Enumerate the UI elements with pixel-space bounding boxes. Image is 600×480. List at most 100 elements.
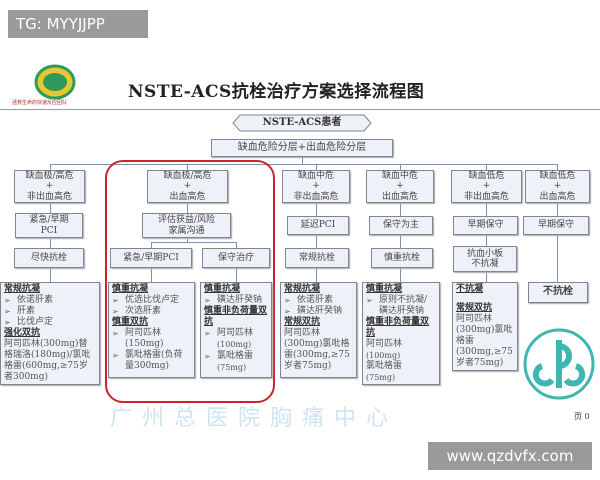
connector [486, 272, 487, 282]
connector [151, 242, 237, 243]
bullet: 优选比伐卢定 [112, 295, 191, 306]
divider [0, 109, 600, 110]
stratify-box: 缺血危险分层+出血危险分层 [211, 139, 393, 157]
heading: 慎重抗凝 [366, 284, 403, 294]
drug: 氯吡格雷 [217, 351, 254, 361]
risk-box-6: 缺血低危 + 出血高危 [525, 170, 590, 203]
strategy-box-4: 保守为主 [369, 216, 433, 235]
bullet: 磺达肝癸钠 [204, 295, 268, 306]
dose: (75mg) [366, 373, 396, 382]
connector [50, 203, 51, 216]
connector [557, 164, 558, 170]
col3-regimen: 常规抗凝 依诺肝素 磺达肝癸钠 常规双抗 阿司匹林(300mg)氯吡格雷(300… [280, 282, 357, 378]
connector [400, 268, 401, 282]
col1-regimen: 常规抗凝 依诺肝素 肝素 比伐卢定 强化双抗 阿司匹林(300mg)替格瑞洛(1… [0, 282, 100, 385]
col5-regimen: 不抗凝 常规双抗 阿司匹林(300mg)氯吡格雷(300mg,≥75岁者75mg… [452, 282, 518, 371]
bullet: 磺达肝癸钠 [284, 306, 353, 317]
therapy-box-1: 尽快抗栓 [14, 248, 84, 268]
col6-regimen: 不抗栓 [528, 282, 588, 303]
connector [236, 268, 237, 282]
strategy-box-3: 延迟PCI [287, 216, 349, 235]
risk-box-4: 缺血中危 + 出血高危 [366, 170, 434, 203]
col4-regimen: 慎重抗凝 原则不抗凝/磺达肝癸钠 慎重非负荷量双抗 阿司匹林 (100mg) 氯… [362, 282, 440, 385]
col2b-regimen: 慎重抗凝 磺达肝癸钠 慎重非负荷量双抗 阿司匹林(100mg) 氯吡格雷 (75m… [200, 282, 272, 378]
site-url: www.qzdvfx.com [428, 442, 592, 470]
strategy-box-6: 早期保守 [523, 216, 589, 235]
page-number: 页 0 [574, 412, 590, 421]
heading: 强化双抗 [4, 328, 41, 338]
connector [187, 164, 188, 170]
dosage-text: 阿司匹林(300mg)替格瑞洛(180mg)/氯吡格雷(600mg,≥75岁者3… [4, 339, 91, 382]
chest-pain-center-logo-icon [34, 64, 76, 100]
connector [50, 164, 557, 165]
logo: 拯救生命的快速反应团队 [12, 64, 88, 110]
therapy-box-5: 慎重抗栓 [371, 248, 433, 268]
connector [316, 268, 317, 282]
drug: 阿司匹林 [366, 339, 403, 349]
connector [400, 203, 401, 216]
connector [400, 164, 401, 170]
connector [400, 235, 401, 248]
connector [316, 203, 317, 216]
overlay-tag: TG: MYYJJPP [8, 10, 148, 38]
therapy-box-3: 保守治疗 [202, 248, 270, 268]
heading: 慎重非负荷量双抗 [366, 317, 430, 338]
watermark: 广州总医院胸痛中心 [110, 406, 399, 431]
connector [557, 203, 558, 216]
connector [50, 164, 51, 170]
heading: 慎重非负荷量双抗 [204, 306, 268, 327]
hospital-logo-icon [523, 328, 595, 400]
bullet: 阿司匹林(100mg) [204, 328, 268, 351]
therapy-box-2: 紧急/早期PCI [110, 248, 192, 268]
risk-box-3: 缺血中危 + 非出血高危 [282, 170, 350, 203]
dose: (100mg) [366, 351, 401, 360]
heading: 慎重双抗 [112, 317, 149, 327]
strategy-box-1: 紧急/早期 PCI [15, 213, 83, 238]
connector [486, 203, 487, 216]
bullet: 比伐卢定 [4, 317, 96, 328]
heading: 慎重抗凝 [112, 284, 149, 294]
highlight-frame [105, 160, 275, 403]
strategy-box-5: 早期保守 [453, 216, 518, 235]
connector [486, 235, 487, 246]
connector [151, 268, 152, 282]
logo-tagline: 拯救生命的快速反应团队 [12, 100, 68, 106]
bullet: 肝素 [4, 306, 96, 317]
connector [50, 238, 51, 248]
dose: (75mg) [217, 363, 247, 372]
connector [557, 235, 558, 282]
heading: 常规双抗 [284, 317, 321, 327]
connector [236, 242, 237, 248]
start-node: NSTE-ACS患者 [262, 117, 342, 128]
page-title: NSTE-ACS抗栓治疗方案选择流程图 [128, 82, 425, 102]
connector [50, 268, 51, 282]
bullet: 氯吡格雷(负荷量300mg) [112, 350, 191, 372]
connector [187, 203, 188, 213]
heading: 常规抗凝 [4, 284, 41, 294]
connector [316, 164, 317, 170]
col2a-regimen: 慎重抗凝 优选比伐卢定 次选肝素 慎重双抗 阿司匹林(150mg) 氯吡格雷(负… [108, 282, 195, 378]
heading: 慎重抗凝 [204, 284, 241, 294]
therapy-box-4: 常规抗栓 [285, 248, 349, 268]
risk-box-5: 缺血低危 + 非出血高危 [451, 170, 522, 203]
connector [187, 238, 188, 242]
bullet: 依诺肝素 [284, 295, 353, 306]
dosage-text: 阿司匹林(300mg)氯吡格雷(300mg,≥75岁者75mg) [456, 314, 513, 368]
heading: 不抗凝 [456, 284, 484, 294]
risk-box-2: 缺血极/高危 + 出血高危 [147, 170, 228, 203]
bullet: 依诺肝素 [4, 295, 96, 306]
bullet: 原则不抗凝/磺达肝癸钠 [366, 295, 436, 317]
bullet: 阿司匹林(150mg) [112, 328, 191, 350]
strategy-box-2: 评估获益/风险 家属沟通 [142, 213, 231, 238]
heading: 常规双抗 [456, 303, 493, 313]
drug: 阿司匹林 [217, 328, 254, 338]
bullet: 氯吡格雷 (75mg) [204, 351, 268, 374]
therapy-box-6: 抗血小板 不抗凝 [453, 246, 517, 272]
start-node-shape [232, 114, 372, 132]
connector [302, 157, 303, 164]
drug: 氯吡格雷 [366, 361, 403, 371]
risk-box-1: 缺血极/高危 + 非出血高危 [14, 170, 85, 203]
connector [151, 242, 152, 248]
bullet: 次选肝素 [112, 306, 191, 317]
heading: 常规抗凝 [284, 284, 321, 294]
